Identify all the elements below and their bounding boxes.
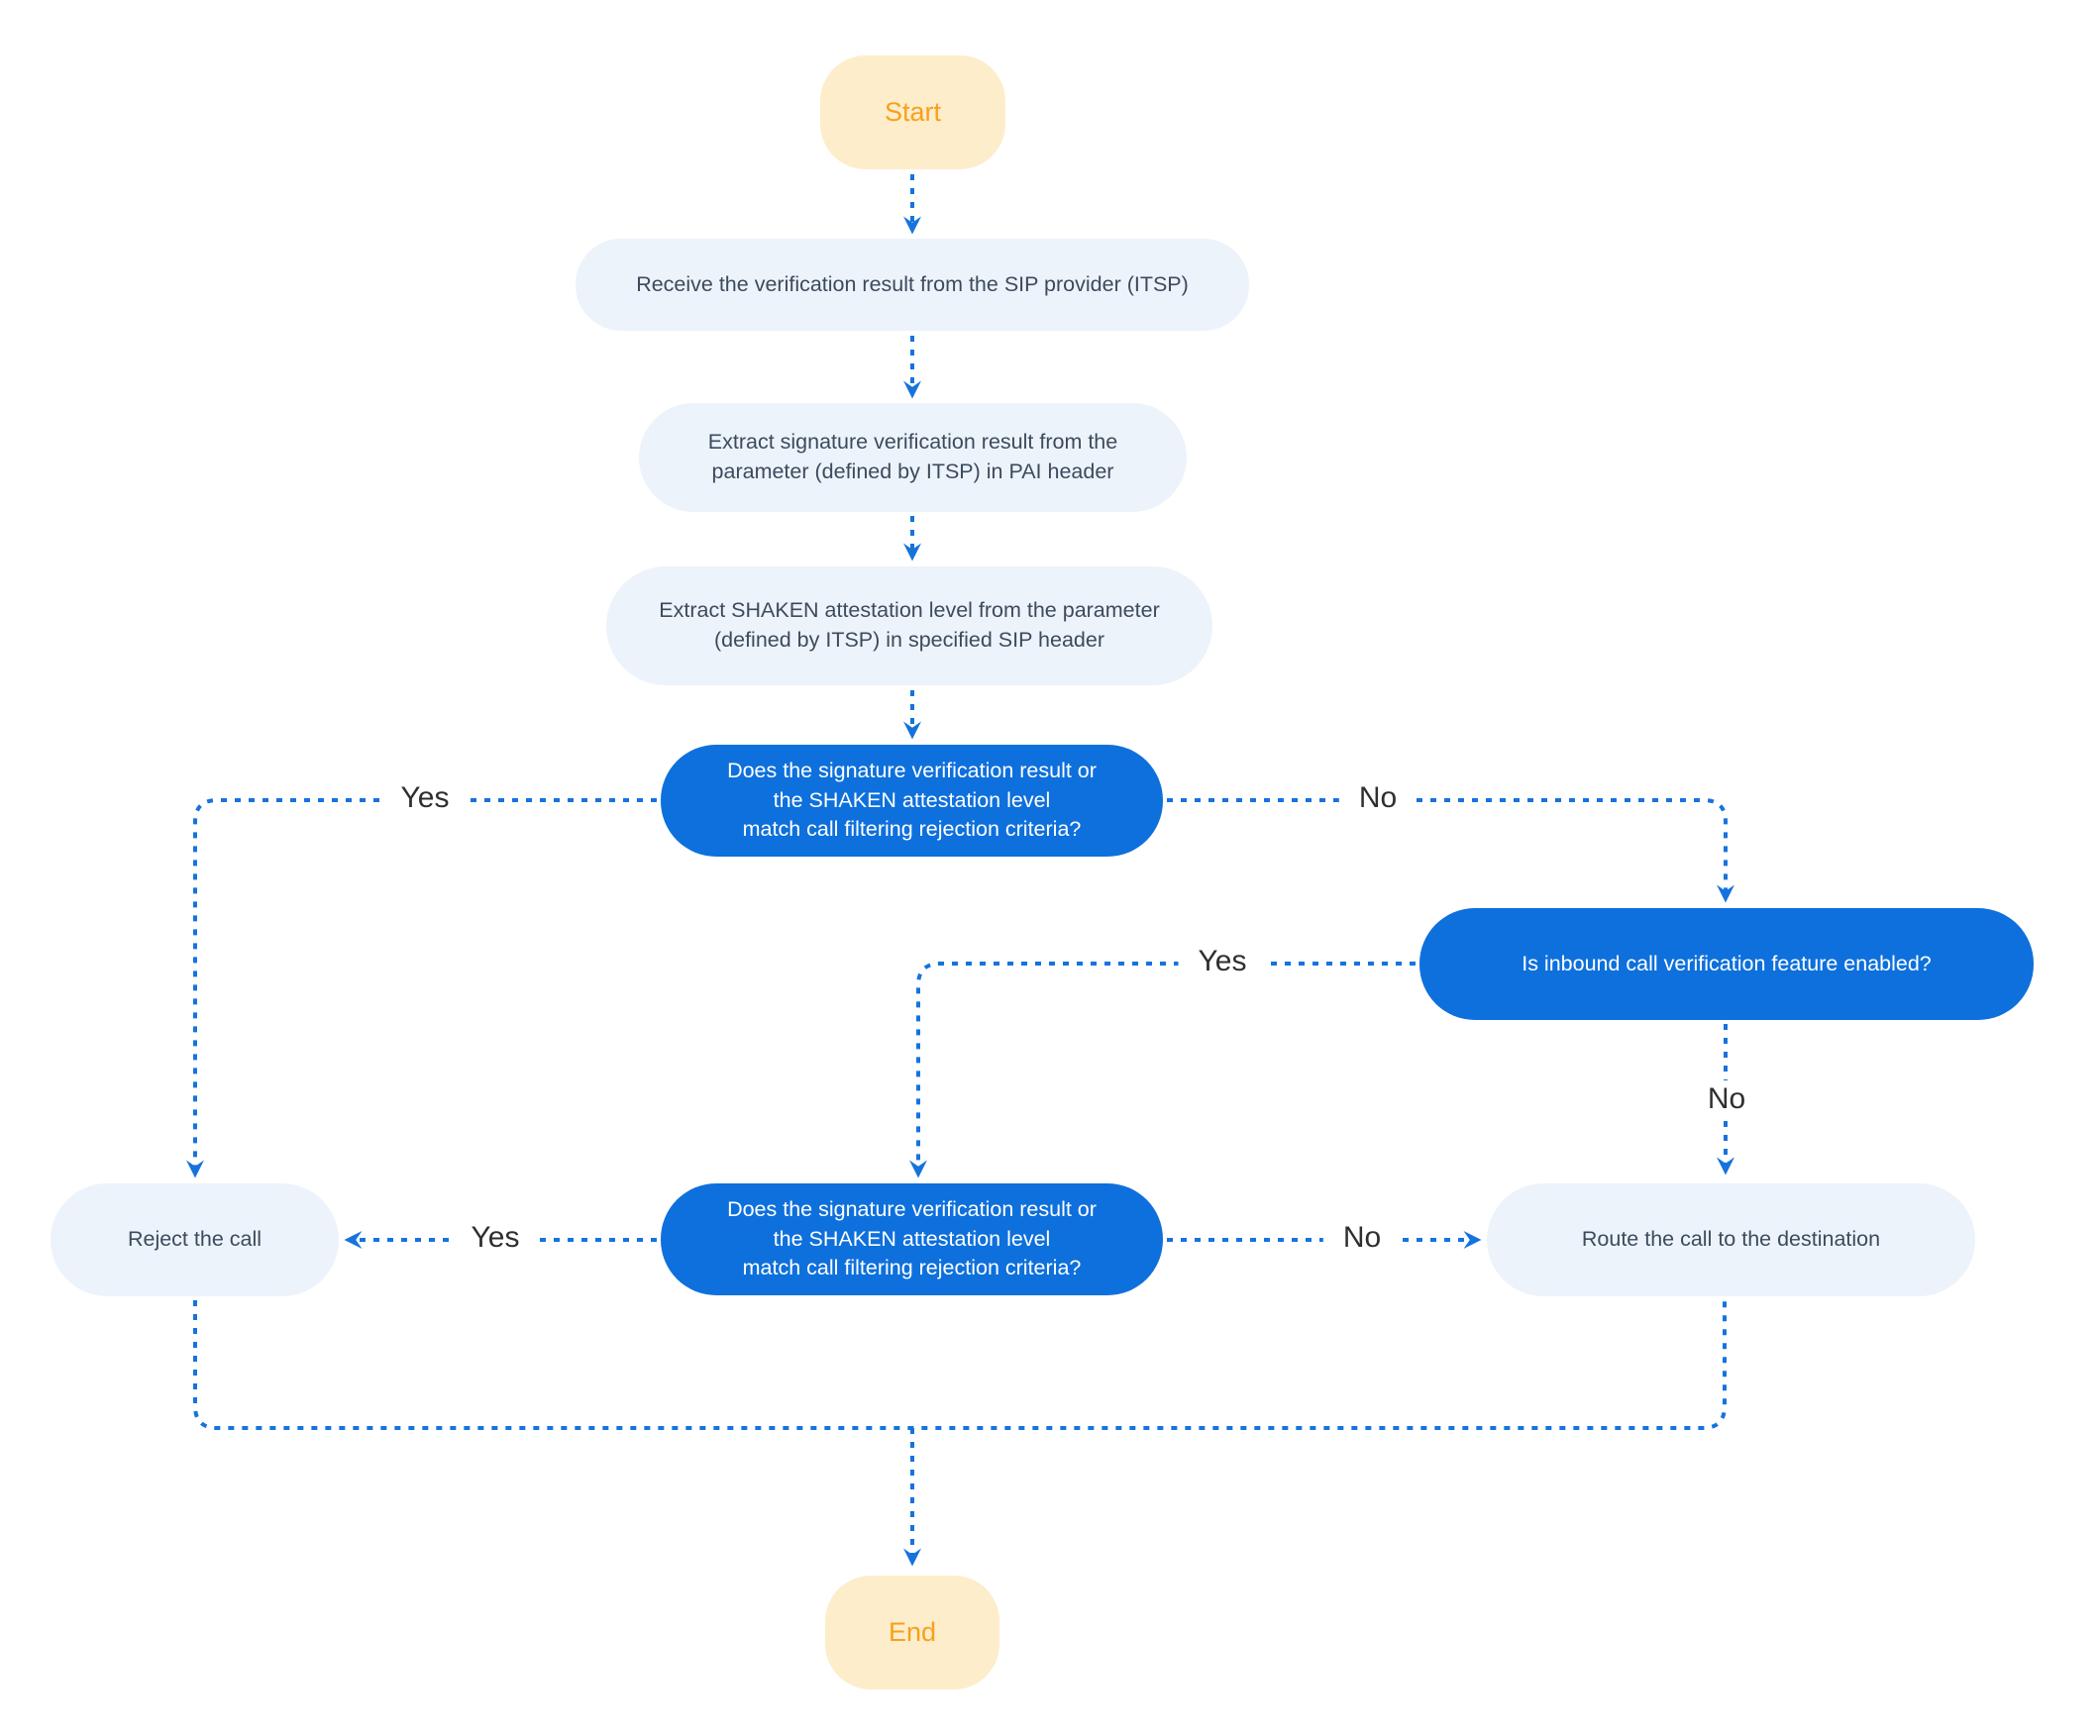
edge-label-inbound-yes: Yes	[1178, 943, 1267, 980]
edge-label-decision1-yes: Yes	[380, 779, 470, 817]
end-terminal: End	[825, 1576, 999, 1689]
edge-label-inbound-no: No	[1687, 1080, 1766, 1118]
process-route-call: Route the call to the destination	[1487, 1183, 1975, 1296]
decision-filter-criteria-2: Does the signature verification result o…	[661, 1183, 1163, 1295]
edge-label-decision2-yes: Yes	[451, 1219, 540, 1257]
edge-merge-line	[193, 1300, 1727, 1430]
decision-inbound-verification-enabled: Is inbound call verification feature ena…	[1419, 908, 2034, 1020]
decision-filter-criteria-1: Does the signature verification result o…	[661, 745, 1163, 857]
process-receive-verification-result: Receive the verification result from the…	[576, 239, 1249, 331]
process-reject-call: Reject the call	[51, 1183, 339, 1296]
process-extract-signature-result: Extract signature verification result fr…	[639, 403, 1187, 512]
start-terminal: Start	[820, 55, 1005, 169]
edge-inbound-yes-decision2	[909, 962, 1416, 1178]
edge-decision1-yes-reject	[186, 798, 657, 1178]
process-extract-shaken-level: Extract SHAKEN attestation level from th…	[606, 566, 1212, 685]
edge-label-decision2-no: No	[1322, 1219, 1402, 1257]
edge-label-decision1-no: No	[1338, 779, 1418, 817]
edge-decision1-no-inbound	[1167, 798, 1734, 903]
